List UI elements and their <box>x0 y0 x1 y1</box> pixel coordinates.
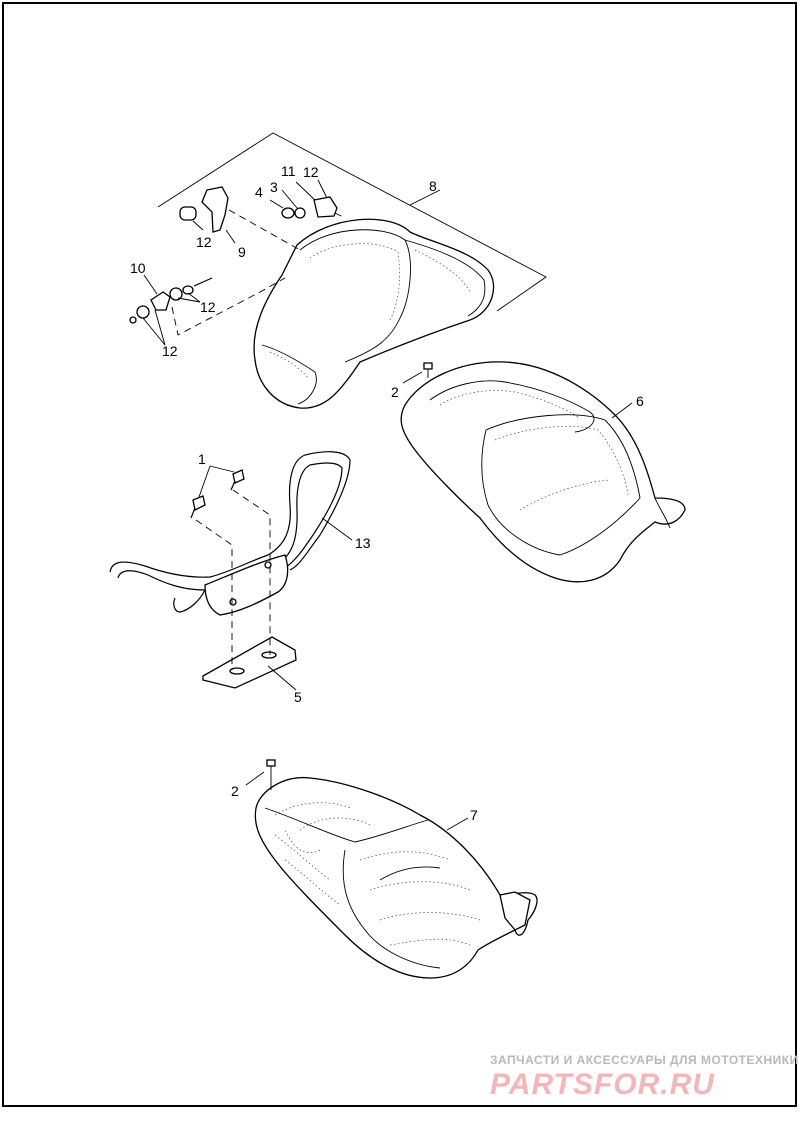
watermark-brand: PARTSFOR.RU <box>490 1068 715 1101</box>
callout-6: 6 <box>636 393 644 409</box>
callout-11: 11 <box>281 163 296 179</box>
backrest-assembly <box>129 132 547 409</box>
rail-assembly <box>109 451 353 691</box>
callout-2-seat-6: 2 <box>391 384 399 400</box>
diagram-border <box>2 2 797 1107</box>
callout-10: 10 <box>130 260 146 276</box>
callout-13: 13 <box>355 535 371 551</box>
callout-2-seat-7: 2 <box>231 783 239 799</box>
watermark-tagline: ЗАПЧАСТИ И АКСЕССУАРЫ ДЛЯ МОТОТЕХНИКИ <box>490 1053 799 1067</box>
callout-3: 3 <box>270 179 278 195</box>
callout-1: 1 <box>198 451 206 467</box>
callout-5: 5 <box>294 689 302 705</box>
seat-7 <box>245 759 538 979</box>
callout-12-bottom: 12 <box>162 343 178 359</box>
callout-12-top-right: 12 <box>303 164 319 180</box>
callout-8: 8 <box>429 178 437 194</box>
callout-7: 7 <box>470 807 478 823</box>
callout-4: 4 <box>255 184 263 200</box>
seat-6 <box>400 361 686 583</box>
callout-9: 9 <box>238 244 246 260</box>
callout-12-top-left: 12 <box>196 234 212 250</box>
callout-12-middle: 12 <box>200 299 216 315</box>
